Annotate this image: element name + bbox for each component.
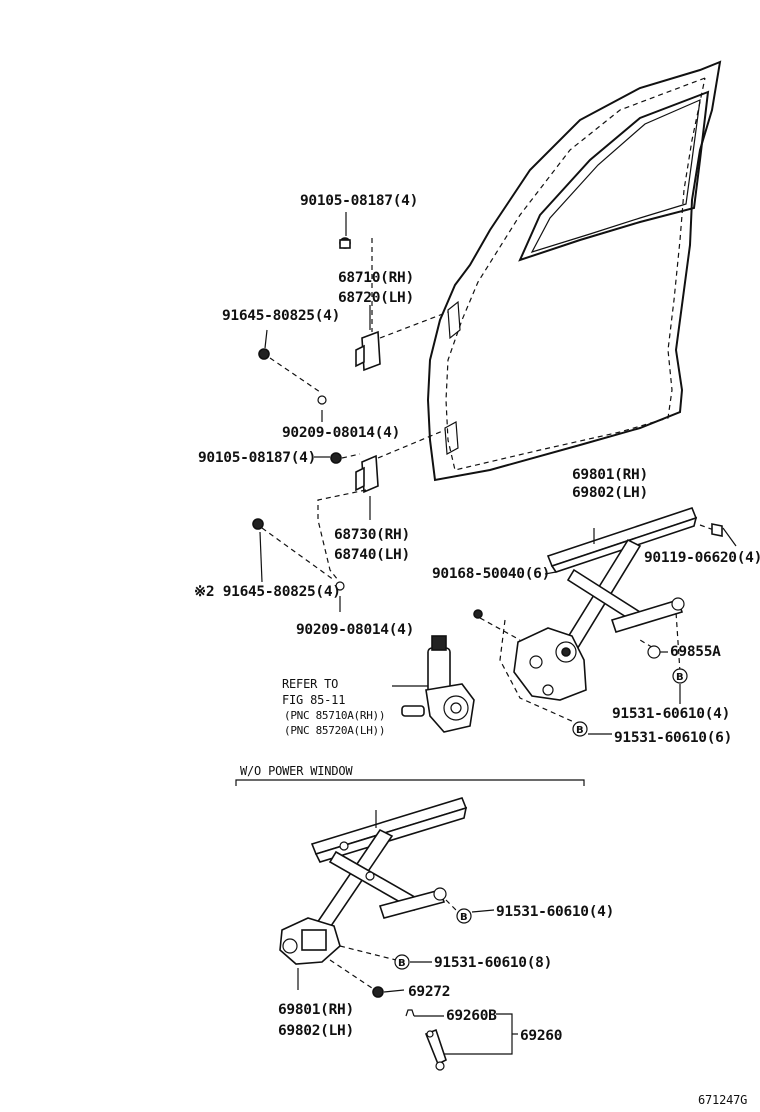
figure-code: 671247G (698, 1093, 747, 1107)
label-refer-4: (PNC 85720A(LH)) (284, 724, 385, 737)
callout-b-text: B (460, 912, 468, 923)
lower-hinge (252, 429, 446, 612)
callout-b-2 (572, 721, 588, 737)
label-bolt-6: 90168-50040(6) (432, 566, 550, 582)
label-bolt-regulator: 90119-06620(4) (644, 550, 760, 566)
label-regulator-rh: 69801(RH) (572, 467, 648, 483)
section-title: W/O POWER WINDOW (240, 764, 353, 778)
label-bolt-b1: 91531-60610(4) (612, 706, 730, 722)
label-hinge-upper-rh: 68710(RH) (338, 270, 414, 286)
label-regulator-lh: 69802(LH) (572, 485, 648, 501)
label-manual-bolt-b2: 91531-60610(8) (434, 955, 552, 971)
window-crank-handle-icon (424, 1028, 447, 1066)
bolt-icon (252, 518, 264, 530)
label-clip: 69855A (670, 644, 721, 660)
label-washer-lower: 90209-08014(4) (296, 622, 414, 638)
label-bolt-top: 90105-08187(4) (300, 193, 418, 209)
label-bolt-b2: 91531-60610(6) (614, 730, 732, 746)
callout-b-text: B (398, 958, 406, 969)
label-bolt-lower-hinge: ※2 91645-80825(4) (194, 584, 341, 600)
bolt-icon (258, 348, 270, 360)
label-manual-part-1: 69272 (408, 984, 450, 1000)
label-handle-part: 69260 (520, 1028, 562, 1044)
callout-b-1 (672, 668, 688, 684)
label-washer-upper: 90209-08014(4) (282, 425, 400, 441)
washer-icon (317, 395, 327, 405)
power-window-regulator: B B (473, 507, 737, 737)
part-labels: 90105-08187(4) 68710(RH) 68720(LH) 91645… (194, 193, 760, 1107)
bolt-icon (711, 523, 723, 537)
callout-b-4 (394, 954, 410, 970)
handle-clip-icon (405, 1009, 415, 1017)
label-hinge-lower-lh: 68740(LH) (334, 547, 410, 563)
clip-icon (647, 645, 661, 659)
label-refer-1: REFER TO (282, 677, 338, 691)
label-manual-reg-rh: 69801(RH) (278, 1002, 354, 1018)
front-door-panel (426, 60, 722, 482)
washer-icon (372, 986, 384, 998)
bolt-icon (330, 452, 342, 464)
window-motor (392, 635, 475, 733)
callout-b-text: B (676, 672, 684, 683)
label-refer-3: (PNC 85710A(RH)) (284, 709, 385, 722)
callout-b-text: B (576, 725, 584, 736)
label-handle-part-b: 69260B (446, 1008, 497, 1024)
label-bolt-upper-hinge: 91645-80825(4) (222, 308, 340, 324)
label-manual-reg-lh: 69802(LH) (278, 1023, 354, 1039)
label-bolt-mid: 90105-08187(4) (198, 450, 316, 466)
label-refer-2: FIG 85-11 (282, 693, 345, 707)
section-bracket (235, 779, 585, 786)
bolt-icon (473, 609, 483, 619)
label-manual-bolt-b1: 91531-60610(4) (496, 904, 614, 920)
label-hinge-upper-lh: 68720(LH) (338, 290, 414, 306)
upper-hinge (258, 212, 449, 422)
washer-icon (335, 581, 345, 591)
callout-b-3 (456, 908, 472, 924)
manual-window-regulator: B B (279, 797, 518, 1071)
label-hinge-lower-rh: 68730(RH) (334, 527, 410, 543)
